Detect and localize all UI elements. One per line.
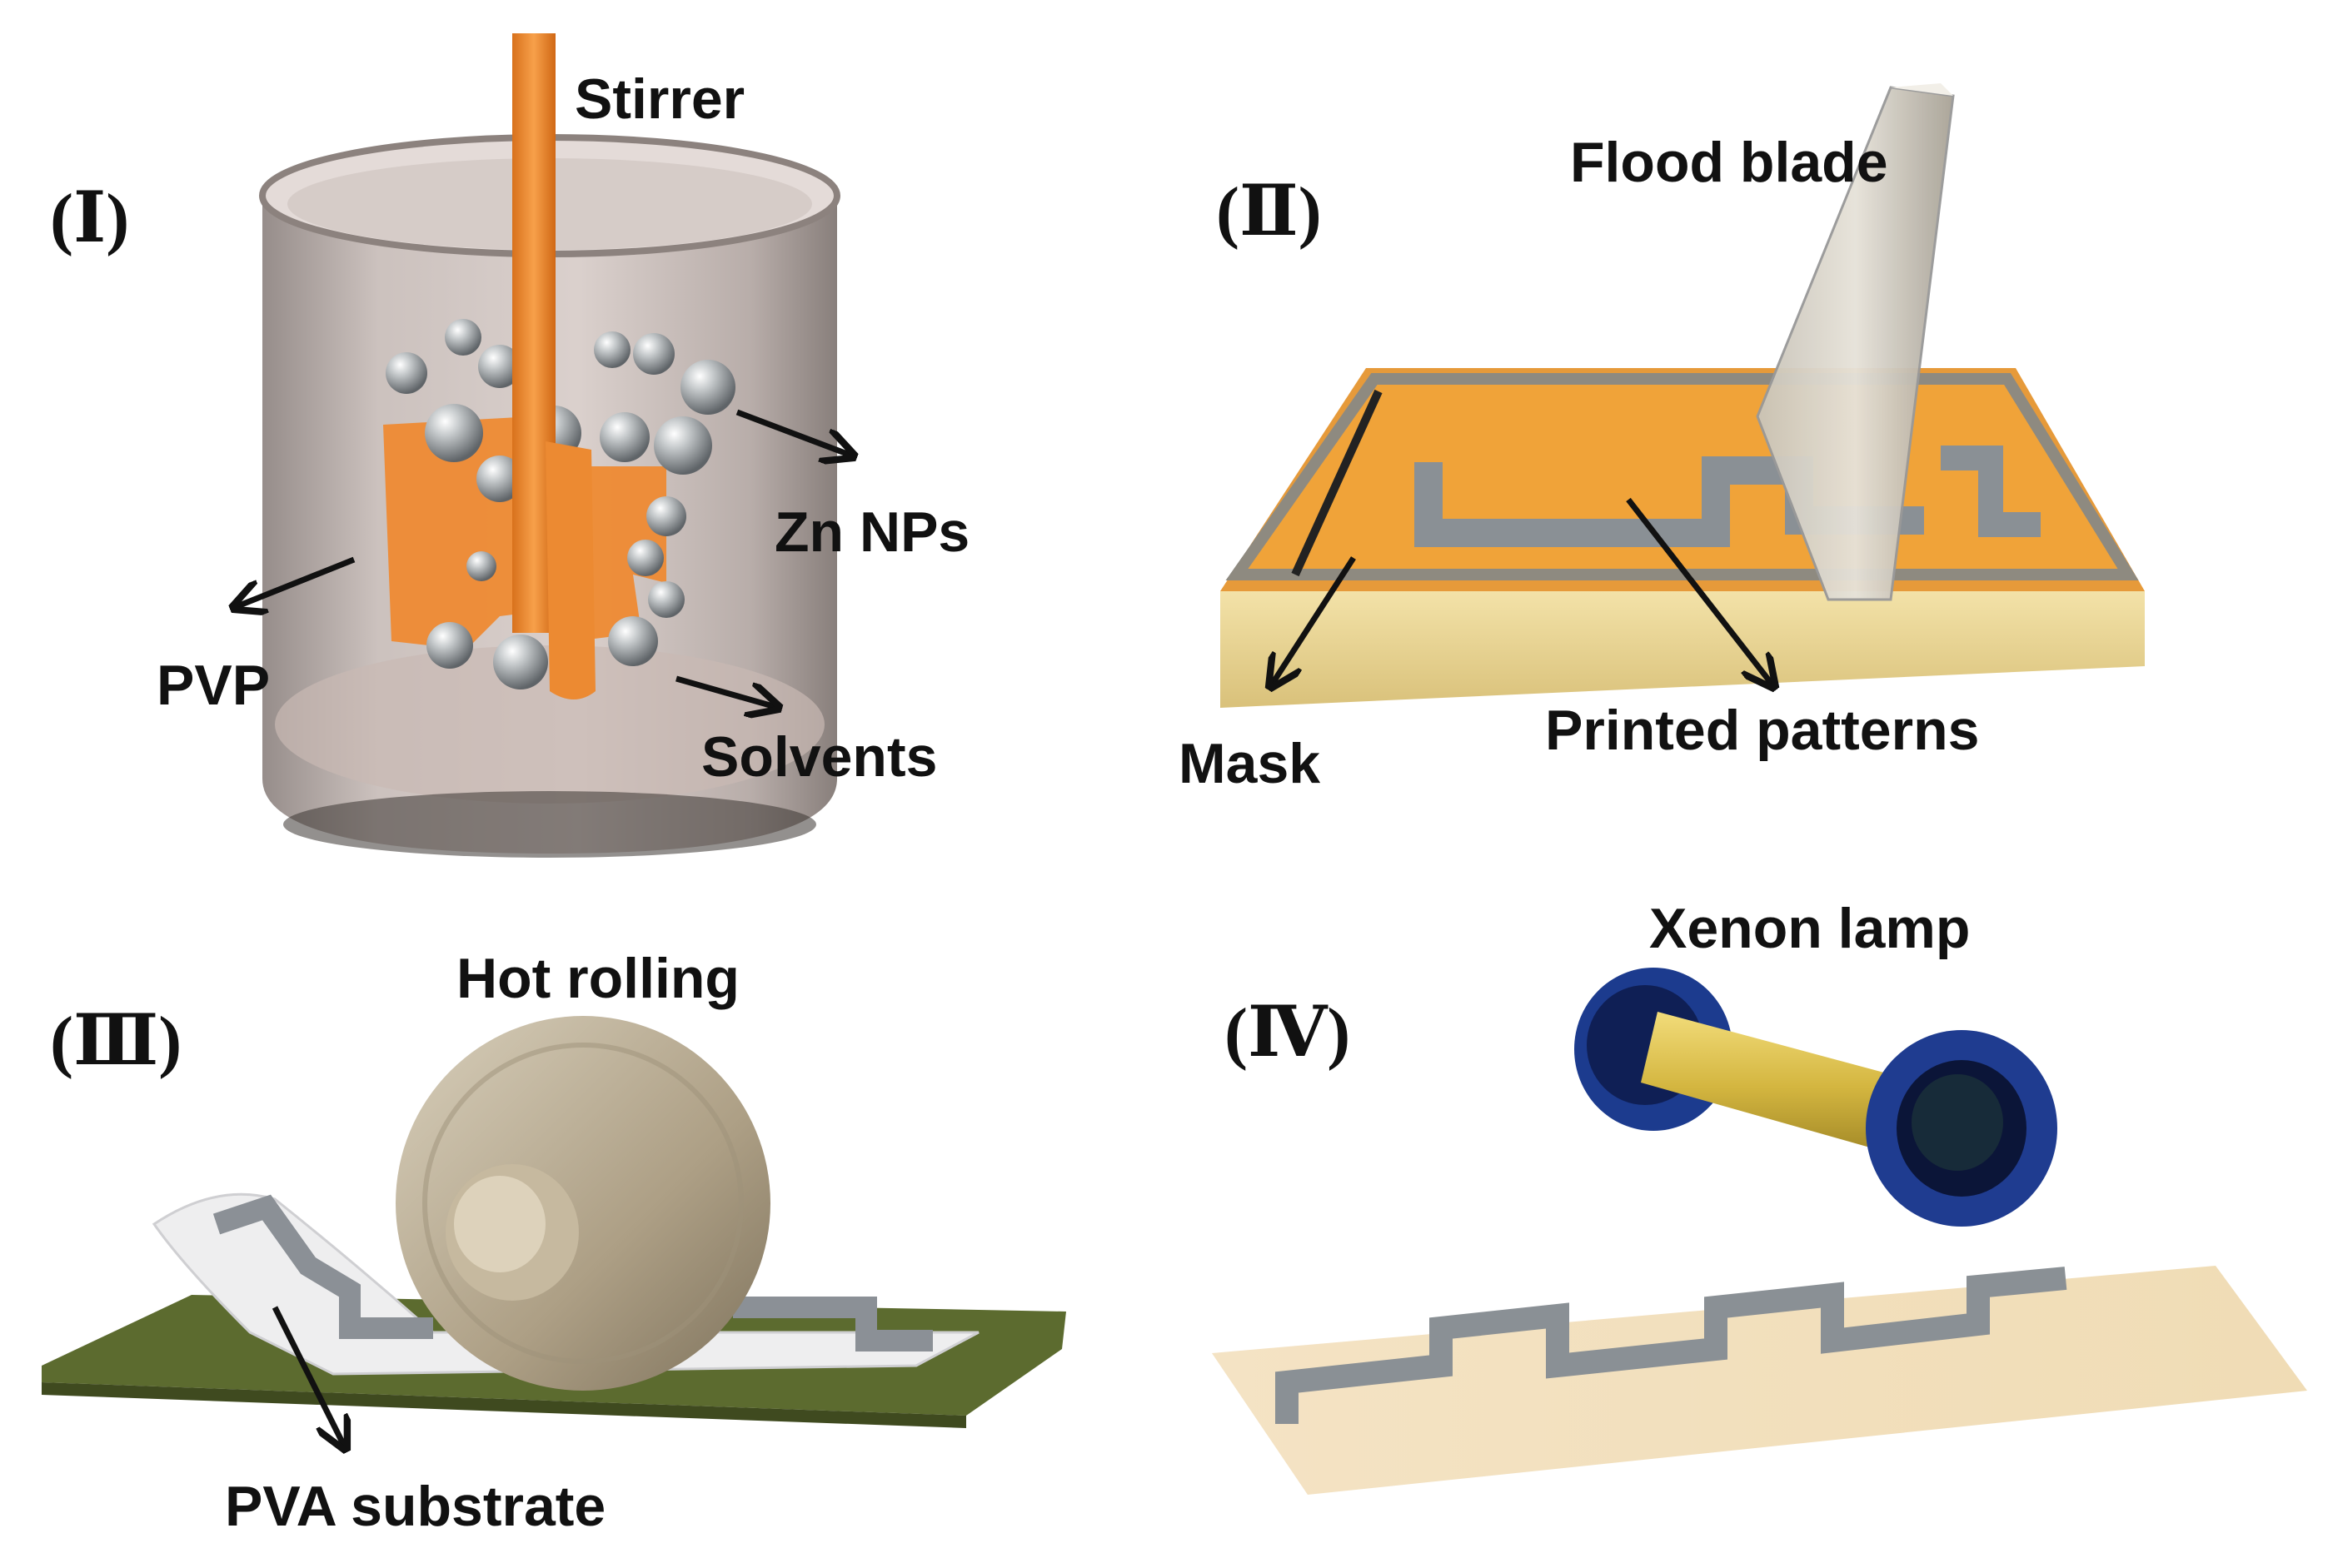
arrow-solvents	[675, 675, 779, 708]
panel-1-numeral: (Ⅰ)	[50, 180, 129, 257]
flood-blade	[1756, 83, 1955, 601]
stirrer-rod	[512, 33, 596, 699]
label-printed-patterns: Printed patterns	[1545, 699, 1979, 762]
arrow-mask	[1270, 556, 1356, 687]
xenon-lamp	[1574, 968, 2057, 1227]
label-pva-substrate: PVA substrate	[225, 1475, 606, 1538]
panel-3-hot-rolling: (Ⅲ) Hot rolling PVA substrate	[42, 947, 1066, 1538]
panel-3-numeral: (Ⅲ)	[50, 1003, 182, 1080]
pva-printed-pattern	[212, 1194, 933, 1351]
label-stirrer: Stirrer	[575, 67, 745, 131]
serpentine-pattern	[1275, 1267, 2067, 1424]
arrow-printed-patterns	[1626, 497, 1774, 687]
label-solvents: Solvents	[701, 725, 937, 789]
arrow-pva-substrate	[272, 1306, 346, 1449]
label-flood-blade: Flood blade	[1570, 131, 1888, 194]
panel-2-numeral: (Ⅱ)	[1216, 173, 1322, 251]
label-zn-nps: Zn NPs	[775, 500, 970, 564]
arrow-zn-nps	[735, 409, 854, 456]
label-xenon-lamp: Xenon lamp	[1649, 897, 1970, 960]
sintered-substrate	[1212, 1266, 2307, 1495]
panel-4-photonic-sintering: (Ⅳ) Xenon lamp	[1212, 897, 2307, 1495]
label-hot-rolling: Hot rolling	[456, 947, 740, 1010]
label-pvp: PVP	[157, 654, 270, 717]
panel-2-screen-printing: (Ⅱ) Flood blade Mask Printed patterns	[1179, 83, 2145, 795]
hot-roller	[396, 1016, 770, 1391]
arrow-pvp	[233, 556, 356, 608]
panel-4-numeral: (Ⅳ)	[1224, 994, 1350, 1072]
zn-nanoparticles	[386, 319, 735, 689]
label-mask: Mask	[1179, 732, 1320, 795]
panel-1-beaker-mixing: (Ⅰ)	[50, 33, 970, 858]
